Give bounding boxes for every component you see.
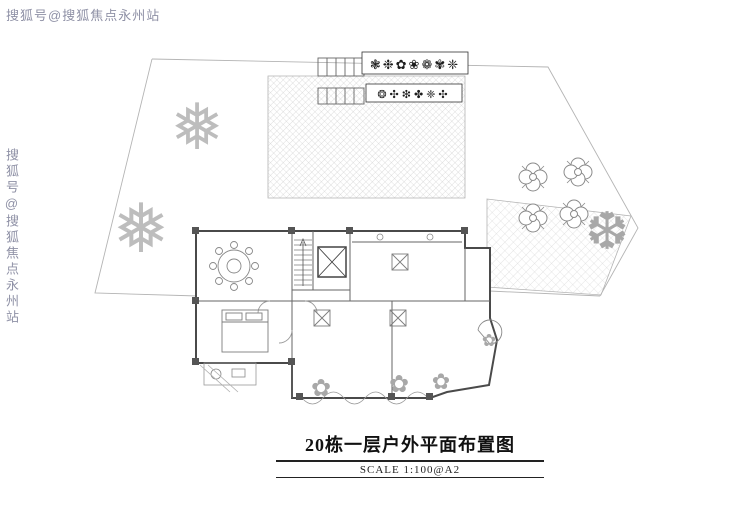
- plant-icon: ✿: [432, 369, 450, 394]
- scale-underline: [276, 477, 544, 478]
- parasol-table-icon: [518, 162, 548, 192]
- columns: [192, 227, 468, 400]
- spiral-stair: [477, 319, 503, 345]
- parasol-table-icon: [563, 157, 593, 187]
- watermark-top: 搜狐号@搜狐焦点永州站: [6, 8, 161, 23]
- plant-icon: ✿: [311, 375, 331, 402]
- ornament-row2: ❂✣❇✤❈✣: [377, 89, 450, 101]
- site-boundary: [94, 58, 639, 297]
- patio-hatch: [267, 75, 466, 199]
- bathroom-fixtures: [199, 362, 257, 393]
- plant-icon: ✿: [482, 331, 496, 350]
- title-block: 20栋一层户外平面布置图 SCALE 1:100@A2: [276, 431, 544, 478]
- parasol-table-icon: [559, 199, 589, 229]
- title-underline: [276, 460, 544, 462]
- drawing-title: 20栋一层户外平面布置图: [305, 435, 515, 455]
- bed-icon: [221, 309, 269, 353]
- elevator-shaft: [317, 246, 347, 278]
- round-table-icon: [209, 241, 259, 291]
- plant-icon: ✿: [389, 371, 409, 398]
- watermark-left: 搜狐号@搜狐焦点永州站: [4, 148, 19, 326]
- stairs: [294, 237, 312, 286]
- ornament-band: ❃❉✿❀❁✾❈ ❂✣❇✤❈✣: [361, 51, 469, 103]
- trees: ❅ ❅ ❆: [113, 91, 629, 267]
- scalloped-glazing: [301, 391, 429, 405]
- partition-walls: [196, 231, 490, 398]
- parasol-table-icon: [518, 203, 548, 233]
- kitchen-fixtures: [376, 233, 434, 241]
- tree-icon: ❅: [113, 191, 170, 267]
- ornament-row1: ❃❉✿❀❁✾❈: [370, 57, 460, 72]
- scale-label: SCALE 1:100@A2: [359, 464, 461, 476]
- plants: ✿ ✿ ✿ ✿: [311, 331, 496, 402]
- tree-icon: ❆: [585, 203, 629, 261]
- tree-icon: ❅: [170, 91, 224, 163]
- building: ✿ ✿ ✿ ✿: [192, 227, 503, 405]
- door-arcs: [257, 300, 318, 344]
